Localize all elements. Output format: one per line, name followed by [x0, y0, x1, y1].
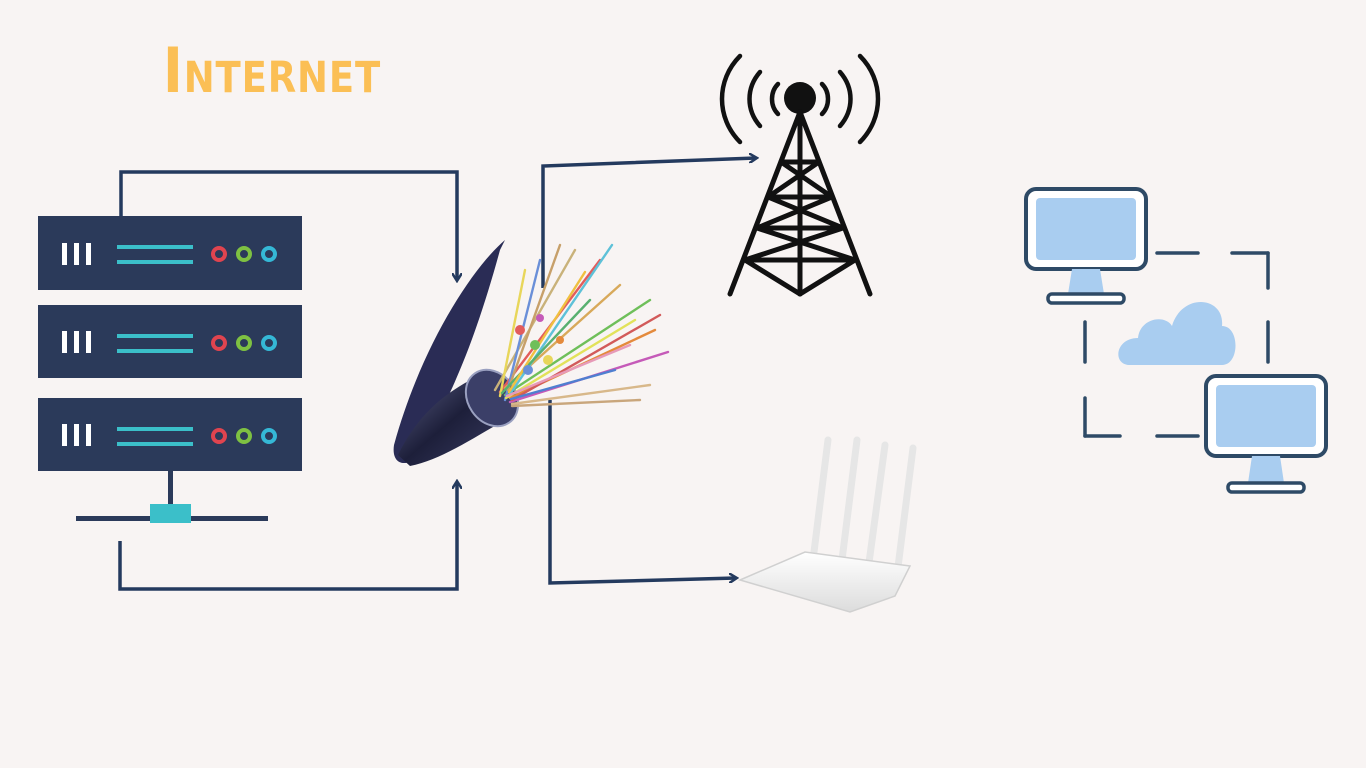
diagram-title: Internet	[163, 34, 382, 107]
signal-waves	[719, 53, 881, 145]
server-rack-icon	[38, 216, 302, 523]
server-to-cable-top-arrow	[119, 170, 457, 280]
network-computers-icon	[1024, 187, 1328, 494]
server-to-cable-bottom-arrow	[118, 482, 457, 591]
connector-lines	[118, 158, 756, 591]
cloud-icon	[1118, 301, 1236, 365]
cell-tower-icon	[719, 53, 881, 297]
server-unit-1	[38, 216, 302, 290]
tower-frame	[727, 109, 873, 297]
router-body	[737, 551, 912, 613]
server-base	[76, 471, 268, 523]
router-antennas	[809, 436, 917, 579]
dashed-network-lines	[1083, 251, 1270, 438]
server-unit-2	[38, 305, 302, 378]
computer-monitor-top	[1024, 187, 1148, 305]
tower-antenna	[784, 82, 816, 114]
cable-to-router-arrow	[548, 400, 736, 585]
wifi-router-icon	[737, 436, 917, 613]
fiber-optic-cable-icon	[393, 240, 670, 466]
computer-monitor-bottom	[1204, 374, 1328, 494]
server-unit-3	[38, 398, 302, 471]
cable-to-tower-arrow	[541, 158, 756, 288]
